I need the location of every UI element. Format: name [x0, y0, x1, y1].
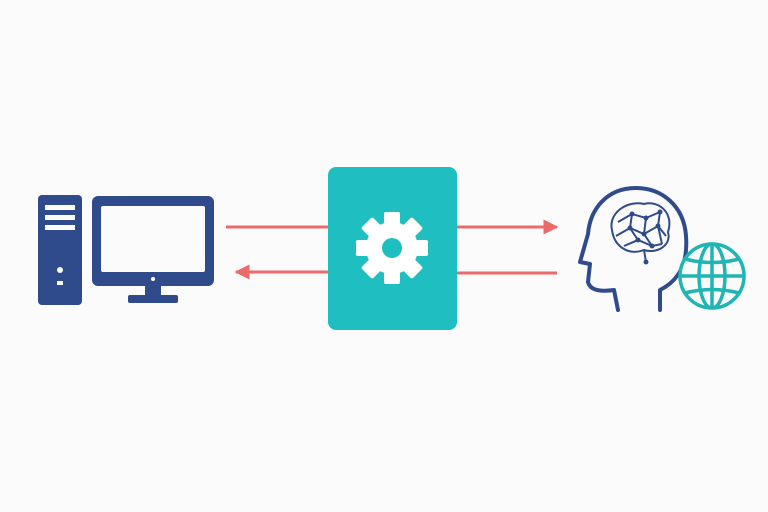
processor-node: [328, 167, 457, 330]
ai-brain-head-icon: [578, 186, 689, 312]
monitor-icon: [92, 196, 214, 303]
desktop-computer-icon: [38, 195, 214, 305]
tower-icon: [38, 195, 82, 305]
gear-icon: [356, 212, 428, 284]
globe-icon: [678, 242, 746, 310]
head-outline: [578, 186, 689, 312]
brain-nodes: [627, 209, 663, 265]
